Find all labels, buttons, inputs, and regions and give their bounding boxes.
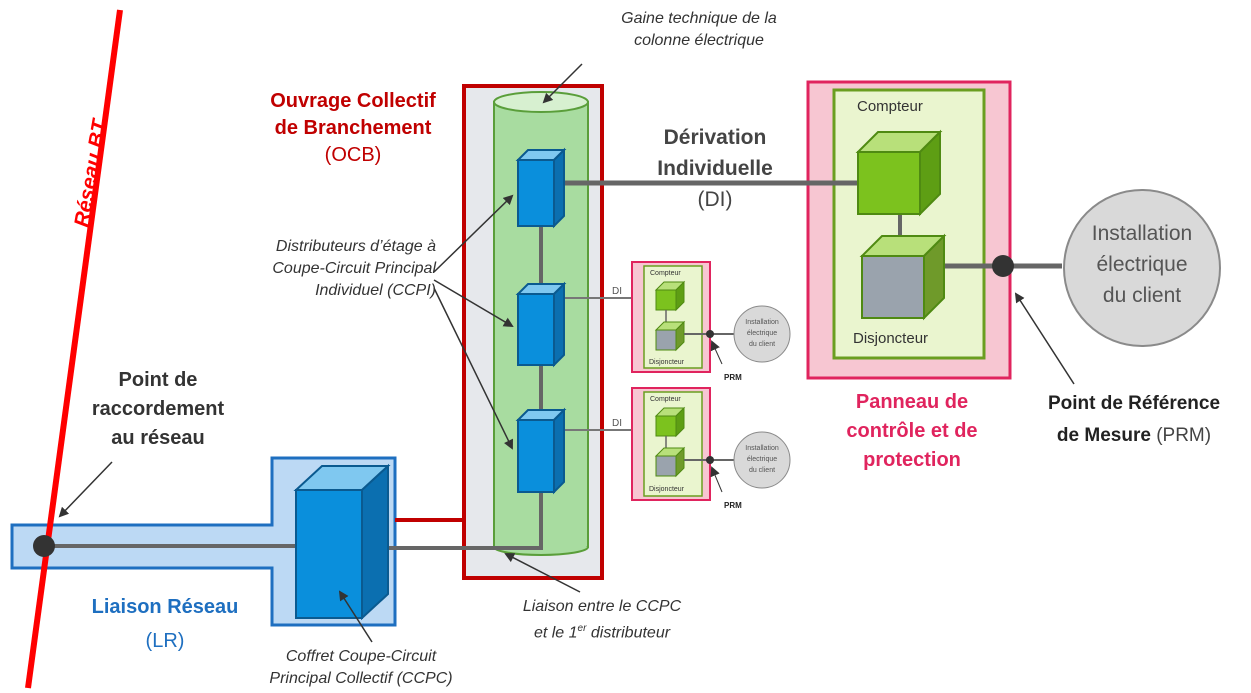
raccordement-label-line1: Point de xyxy=(118,369,198,391)
liaison-pre: et le 1 xyxy=(533,624,578,642)
liaison-label-line1: Liaison entre le CCPC xyxy=(522,598,682,615)
panneau-label-line1: Panneau de xyxy=(855,391,969,413)
ocb-label: Ouvrage Collectif de Branchement (OCB) xyxy=(240,88,466,169)
gaine-label: Gaine technique de la colonne électrique xyxy=(574,8,824,52)
small-compteur-label-1: Compteur xyxy=(650,270,681,277)
di-abbr: (DI) xyxy=(697,188,733,211)
small-install-2-l3: du client xyxy=(749,467,775,474)
raccordement-label-line3: au réseau xyxy=(111,427,205,449)
disjoncteur-cube xyxy=(859,233,947,321)
small-compteur-label-2: Compteur xyxy=(650,396,681,403)
installation-label-line2: électrique xyxy=(1096,253,1188,276)
arrow-ccpi-1 xyxy=(433,194,514,273)
arrow-ccpi-2 xyxy=(433,279,514,328)
gaine-label-line1: Gaine technique de la xyxy=(621,10,777,27)
lr-abbr: (LR) xyxy=(145,630,185,652)
ccpi-cube-3 xyxy=(515,407,567,495)
installation-label: Installation électrique du client xyxy=(1066,218,1218,311)
distributeurs-label-line1: Distributeurs d’étage à xyxy=(275,238,436,255)
ccpi-cube-2 xyxy=(515,281,567,368)
compteur-label: Compteur xyxy=(857,98,923,115)
di-label-line2: Individuelle xyxy=(657,157,773,180)
small-install-1-l1: Installation xyxy=(745,319,779,326)
small-install-1-l3: du client xyxy=(749,341,775,348)
arrow-gaine xyxy=(542,63,583,104)
reseau-bt-label: Réseau BT xyxy=(70,116,112,229)
arrow-prm xyxy=(1014,292,1075,385)
liaison-sup: er xyxy=(577,623,587,634)
prm-point xyxy=(992,255,1014,277)
disjoncteur-label: Disjoncteur xyxy=(853,330,929,347)
small-disjoncteur-label-2: Disjoncteur xyxy=(649,486,685,493)
distributeurs-label-line3: Individuel (CCPI) xyxy=(315,282,436,299)
lr-label: Liaison Réseau (LR) xyxy=(60,590,270,658)
liaison-label: Liaison entre le CCPC et le 1er distribu… xyxy=(494,596,710,644)
arrow-ccpc xyxy=(338,590,373,643)
ocb-label-line2: de Branchement xyxy=(274,117,432,139)
small-panel-1 xyxy=(631,261,791,373)
compteur-cube xyxy=(855,129,943,217)
small-di-label-1: DI xyxy=(612,286,622,297)
small-install-2-l2: électrique xyxy=(747,456,777,463)
raccordement-label-line2: raccordement xyxy=(91,398,225,420)
arrow-ccpi-3 xyxy=(433,287,513,450)
distributeurs-label-line2: Coupe-Circuit Principal xyxy=(272,260,436,277)
reseau-bt-line xyxy=(25,9,123,689)
raccordement-label: Point de raccordement au réseau xyxy=(58,366,258,453)
ccpc-label-line2: Principal Collectif (CCPC) xyxy=(269,670,453,687)
installation-label-line3: du client xyxy=(1102,284,1182,307)
small-prm-label-2: PRM xyxy=(724,501,742,510)
small-install-1-l2: électrique xyxy=(747,330,777,337)
prm-label-bold: de Mesure xyxy=(1056,425,1151,446)
gaine-label-line2: colonne électrique xyxy=(634,32,764,49)
panneau-label-line2: contrôle et de xyxy=(846,420,978,442)
prm-label-line1: Point de Référence xyxy=(1047,393,1221,414)
ccpi-cube-1 xyxy=(515,147,567,229)
prm-abbr: (PRM) xyxy=(1156,425,1212,446)
panneau-label: Panneau de contrôle et de protection xyxy=(812,388,1012,475)
lr-label-line1: Liaison Réseau xyxy=(91,596,239,618)
small-install-2-l1: Installation xyxy=(745,445,779,452)
prm-label: Point de Référence de Mesure (PRM) xyxy=(1018,388,1250,452)
installation-client-circle xyxy=(1063,189,1221,347)
distributeurs-label: Distributeurs d’étage à Coupe-Circuit Pr… xyxy=(196,236,436,302)
small-disjoncteur-label-1: Disjoncteur xyxy=(649,359,685,366)
prm-label-line2: de Mesure (PRM) xyxy=(1018,420,1250,452)
ccpc-cube xyxy=(293,463,391,621)
ccpc-label: Coffret Coupe-Circuit Principal Collecti… xyxy=(246,646,476,690)
ocb-label-line1: Ouvrage Collectif xyxy=(270,90,436,112)
panneau-label-line3: protection xyxy=(863,449,961,471)
di-label-line1: Dérivation xyxy=(663,126,767,149)
arrow-raccordement xyxy=(58,461,113,518)
ccpc-label-line1: Coffret Coupe-Circuit xyxy=(285,648,437,665)
raccordement-point xyxy=(33,535,55,557)
arrow-liaison xyxy=(504,553,581,593)
installation-label-line1: Installation xyxy=(1091,222,1193,245)
small-panel-2 xyxy=(631,387,791,501)
di-label: Dérivation Individuelle (DI) xyxy=(630,122,800,215)
liaison-label-line2: et le 1er distributeur xyxy=(494,618,710,644)
small-di-label-2: DI xyxy=(612,418,622,429)
small-prm-label-1: PRM xyxy=(724,373,742,382)
ocb-abbr: (OCB) xyxy=(324,144,382,166)
liaison-post: distributeur xyxy=(586,624,671,642)
